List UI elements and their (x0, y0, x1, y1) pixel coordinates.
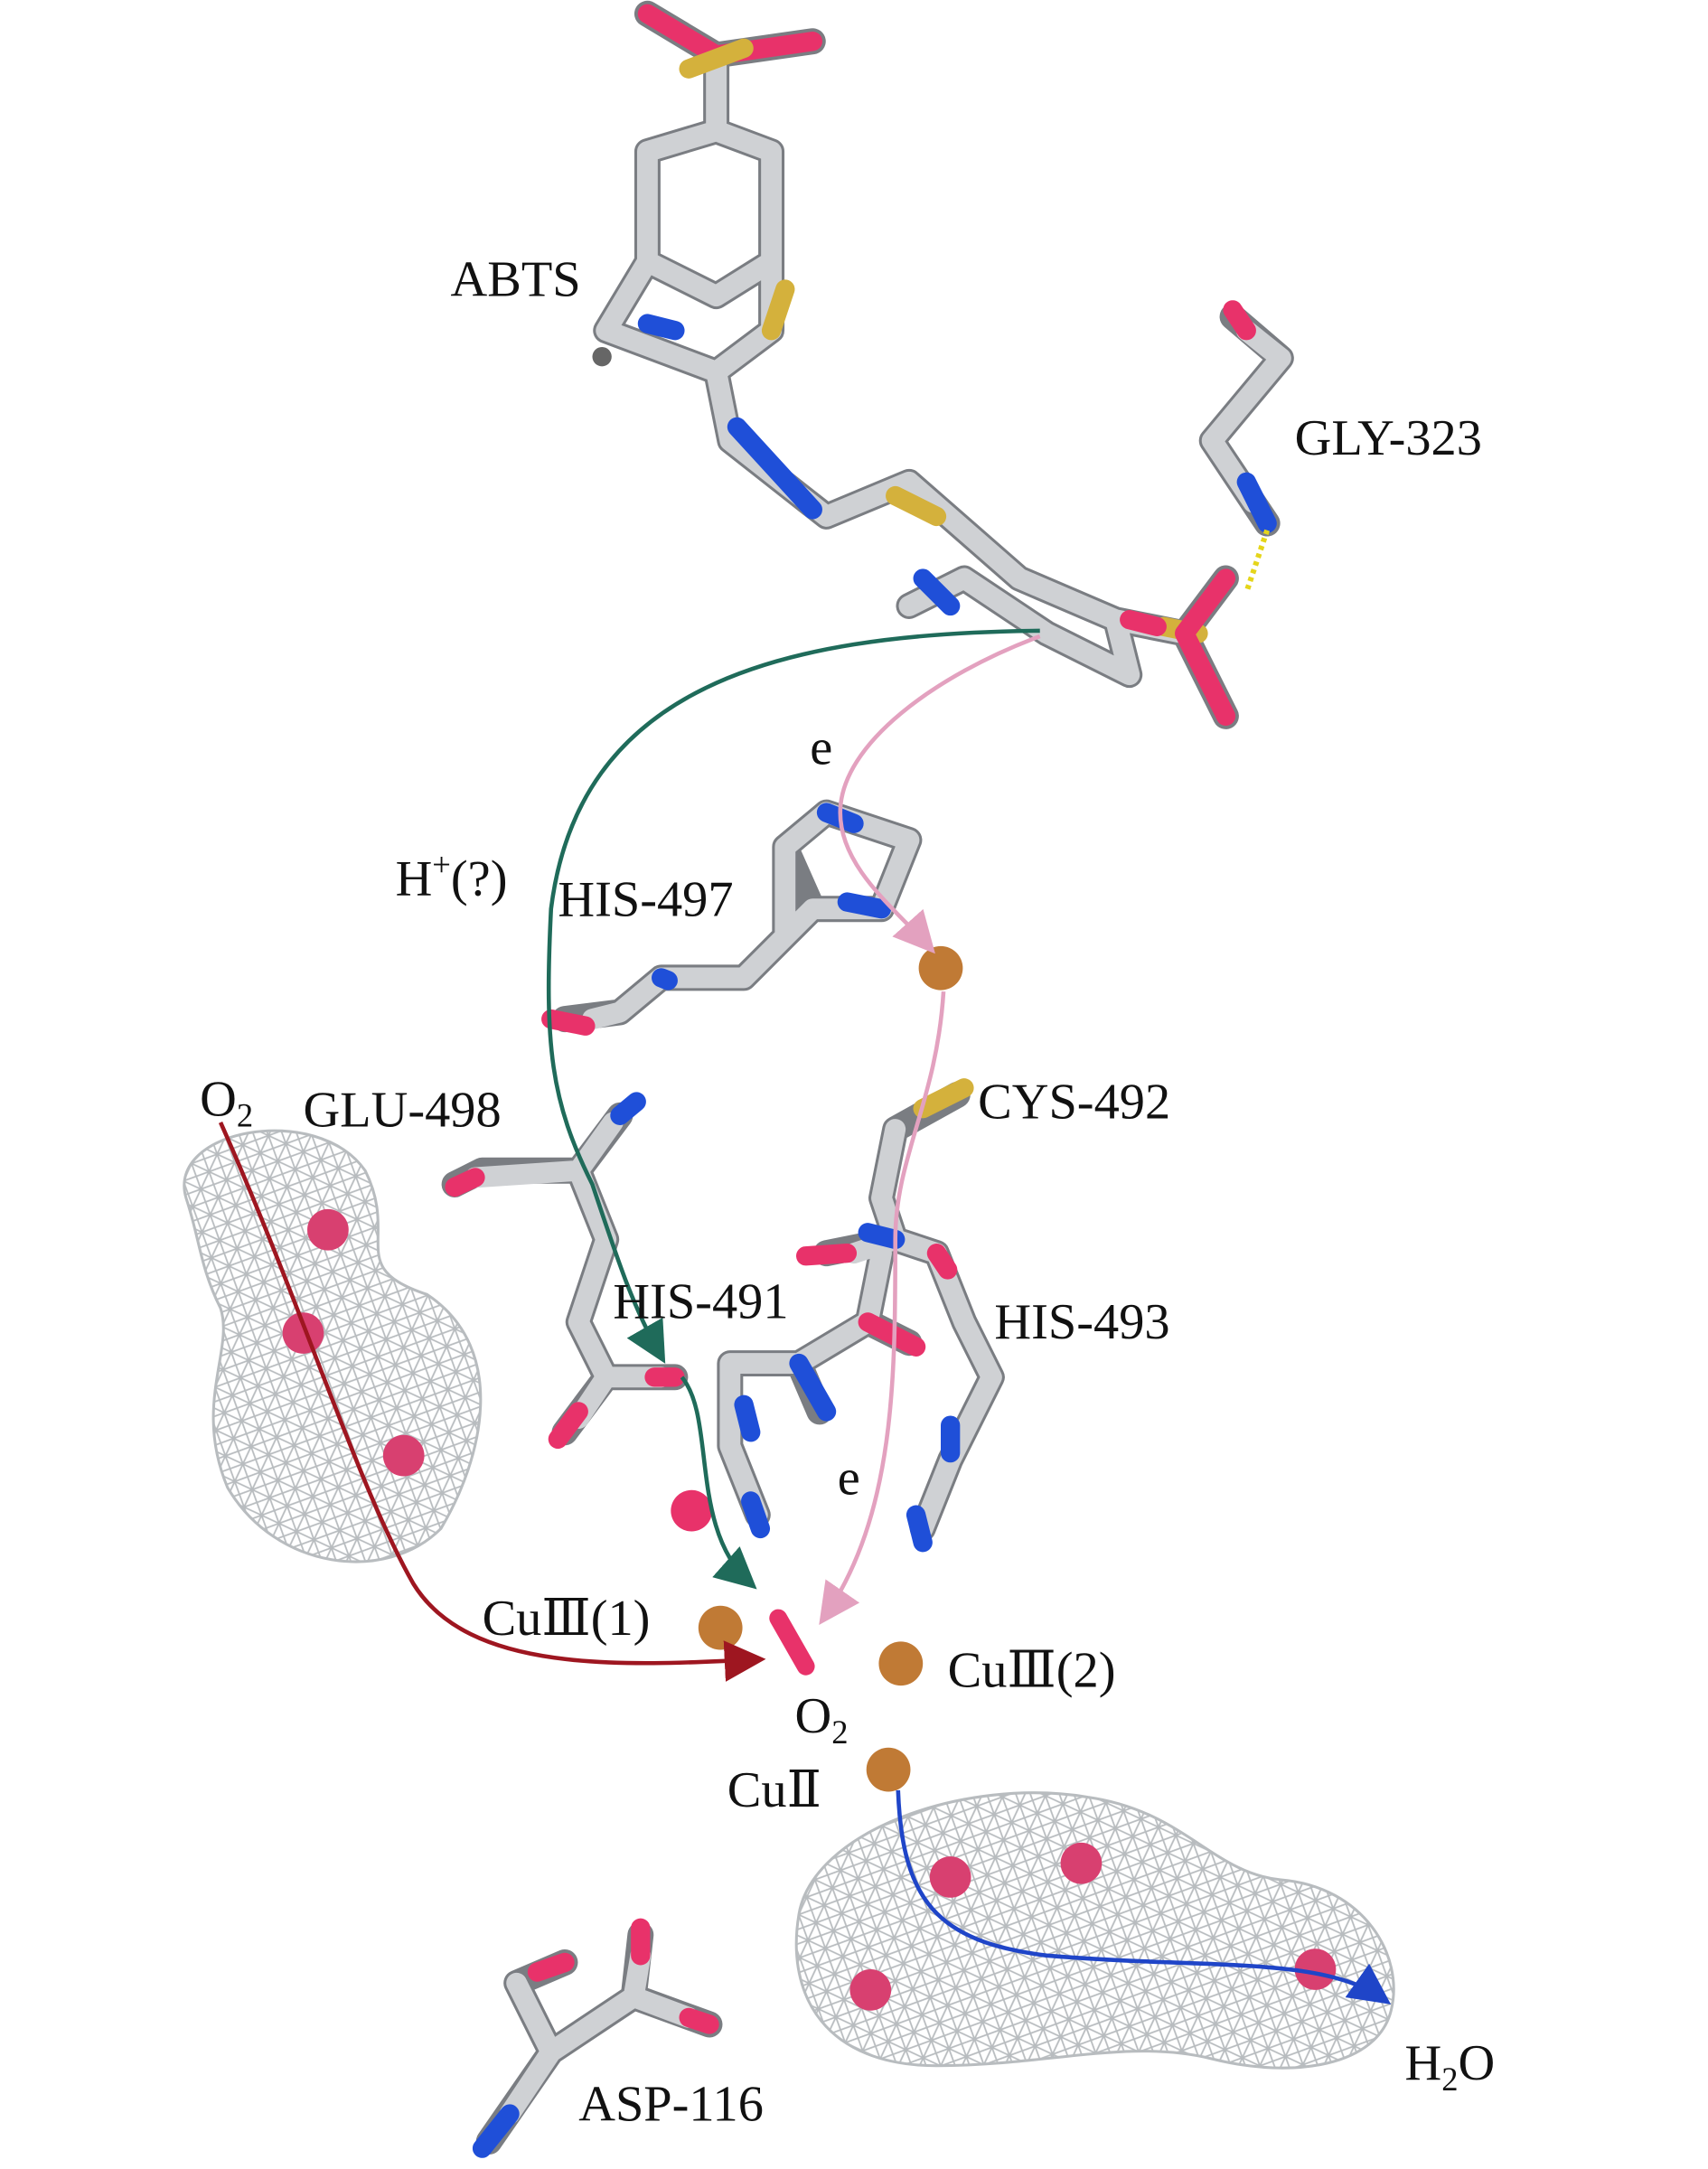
electron-pathway-arrow-2 (819, 991, 946, 1625)
water-channel-mesh-right (794, 1791, 1395, 2070)
water-molecule (282, 1312, 324, 1354)
label-his-491: HIS-491 (613, 1273, 788, 1329)
label-o2-site: O2 (794, 1688, 848, 1751)
glu-498-residue (441, 1092, 689, 1450)
his-497-residue (541, 799, 923, 1036)
label-glu-498: GLU-498 (303, 1082, 501, 1138)
label-asp-116: ASP-116 (578, 2077, 764, 2133)
copper-ion-t3-2 (878, 1641, 924, 1686)
label-abts: ABTS (451, 252, 581, 308)
water-molecule (929, 1856, 971, 1898)
copper-ion-t2 (866, 1747, 911, 1792)
dioxygen-molecule (769, 1609, 815, 1676)
water-molecule (382, 1434, 425, 1477)
label-h2o: H2O (1405, 2035, 1496, 2098)
label-cu3-2: CuⅢ(2) (948, 1643, 1116, 1699)
label-electron-top: e (810, 720, 832, 776)
label-cu2: CuⅡ (727, 1762, 821, 1818)
electron-pathway-arrow-1 (838, 634, 1041, 954)
label-proton: H+(?) (396, 846, 508, 906)
oxygen-entry-arrow (218, 1121, 766, 1682)
water-molecule (671, 1489, 713, 1532)
asp-116-residue (472, 1918, 723, 2158)
label-his-493: HIS-493 (994, 1294, 1169, 1350)
water-molecule (849, 1969, 892, 2011)
abts-molecule (592, 0, 1239, 729)
copper-ion-t1 (918, 945, 963, 991)
label-o2-entry: O2 (200, 1071, 253, 1133)
cys-his-residues (671, 1078, 1005, 1553)
label-cu3-1: CuⅢ(1) (483, 1591, 651, 1647)
hydrogen-bond (1243, 529, 1271, 594)
label-electron-bottom: e (838, 1450, 860, 1506)
water-exit-arrow (896, 1789, 1392, 2005)
water-molecule (1060, 1842, 1103, 1884)
label-his-497: HIS-497 (558, 871, 733, 927)
label-cys-492: CYS-492 (978, 1074, 1170, 1130)
water-channel-mesh-left (183, 1129, 483, 1563)
proton-pathway-arrow-2 (680, 1376, 757, 1590)
water-molecule (307, 1208, 349, 1251)
gly-323-residue (1198, 300, 1294, 594)
label-gly-323: GLY-323 (1295, 410, 1482, 466)
water-molecule (1294, 1948, 1337, 1990)
copper-ion-t3-1 (698, 1605, 743, 1650)
proton-pathway-arrow-1 (546, 628, 1040, 1364)
